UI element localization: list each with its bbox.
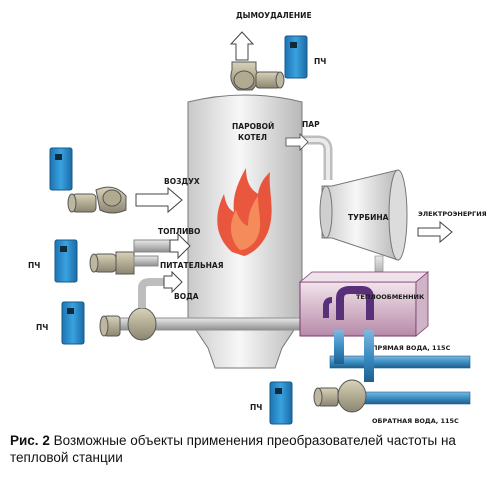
return-water-pipe <box>313 330 471 413</box>
feed-water-arrow <box>163 270 183 294</box>
heat-exchanger <box>298 271 430 337</box>
figure-number: Рис. 2 <box>10 433 50 448</box>
fuel-pump <box>89 232 191 275</box>
boiler-label-line2: КОТЕЛ <box>238 133 267 142</box>
frequency-converter-feed <box>61 301 85 345</box>
air-fan <box>67 186 183 214</box>
feed-water-label-line2: ВОДА <box>174 292 199 301</box>
frequency-converter-air <box>49 147 73 191</box>
electricity-label: ЭЛЕКТРОЭНЕРГИЯ <box>418 210 487 218</box>
pch-label-smoke: ПЧ <box>314 57 326 66</box>
pch-label-fuel: ПЧ <box>28 261 40 270</box>
return-water-label: ОБРАТНАЯ ВОДА, 115С <box>372 417 459 425</box>
boiler-label-line1: ПАРОВОЙ <box>232 122 274 131</box>
fuel-arrow <box>169 232 191 260</box>
feed-water-pump <box>99 270 351 341</box>
smoke-extraction-fan <box>229 31 285 91</box>
electricity-arrow <box>417 220 453 244</box>
steam-label: ПАР <box>302 120 320 129</box>
pch-label-feed: ПЧ <box>36 323 48 332</box>
figure-caption-text: Возможные объекты применения преобразова… <box>10 433 456 465</box>
supply-water-label: ПРЯМАЯ ВОДА, 115С <box>372 344 451 352</box>
heat-exchanger-label: ТЕПЛООБМЕННИК <box>356 293 425 301</box>
smoke-extraction-label: ДЫМОУДАЛЕНИЕ <box>236 11 312 20</box>
figure-caption: Рис. 2 Возможные объекты применения прео… <box>10 432 490 466</box>
flame-icon <box>217 168 272 256</box>
fuel-label: ТОПЛИВО <box>158 227 200 236</box>
frequency-converter-smoke <box>284 35 308 79</box>
frequency-converter-fuel <box>54 239 78 283</box>
pch-label-return: ПЧ <box>250 403 262 412</box>
boiler-label: ПАРОВОЙ КОТЕЛ <box>232 122 274 142</box>
frequency-converter-return <box>269 381 293 425</box>
air-arrow <box>135 186 183 214</box>
turbine <box>319 169 408 283</box>
feed-water-label-line1: ПИТАТЕЛЬНАЯ <box>160 261 224 270</box>
turbine-label: ТУРБИНА <box>348 213 389 222</box>
air-label: ВОЗДУХ <box>164 177 200 186</box>
steam-pipe <box>285 133 333 180</box>
